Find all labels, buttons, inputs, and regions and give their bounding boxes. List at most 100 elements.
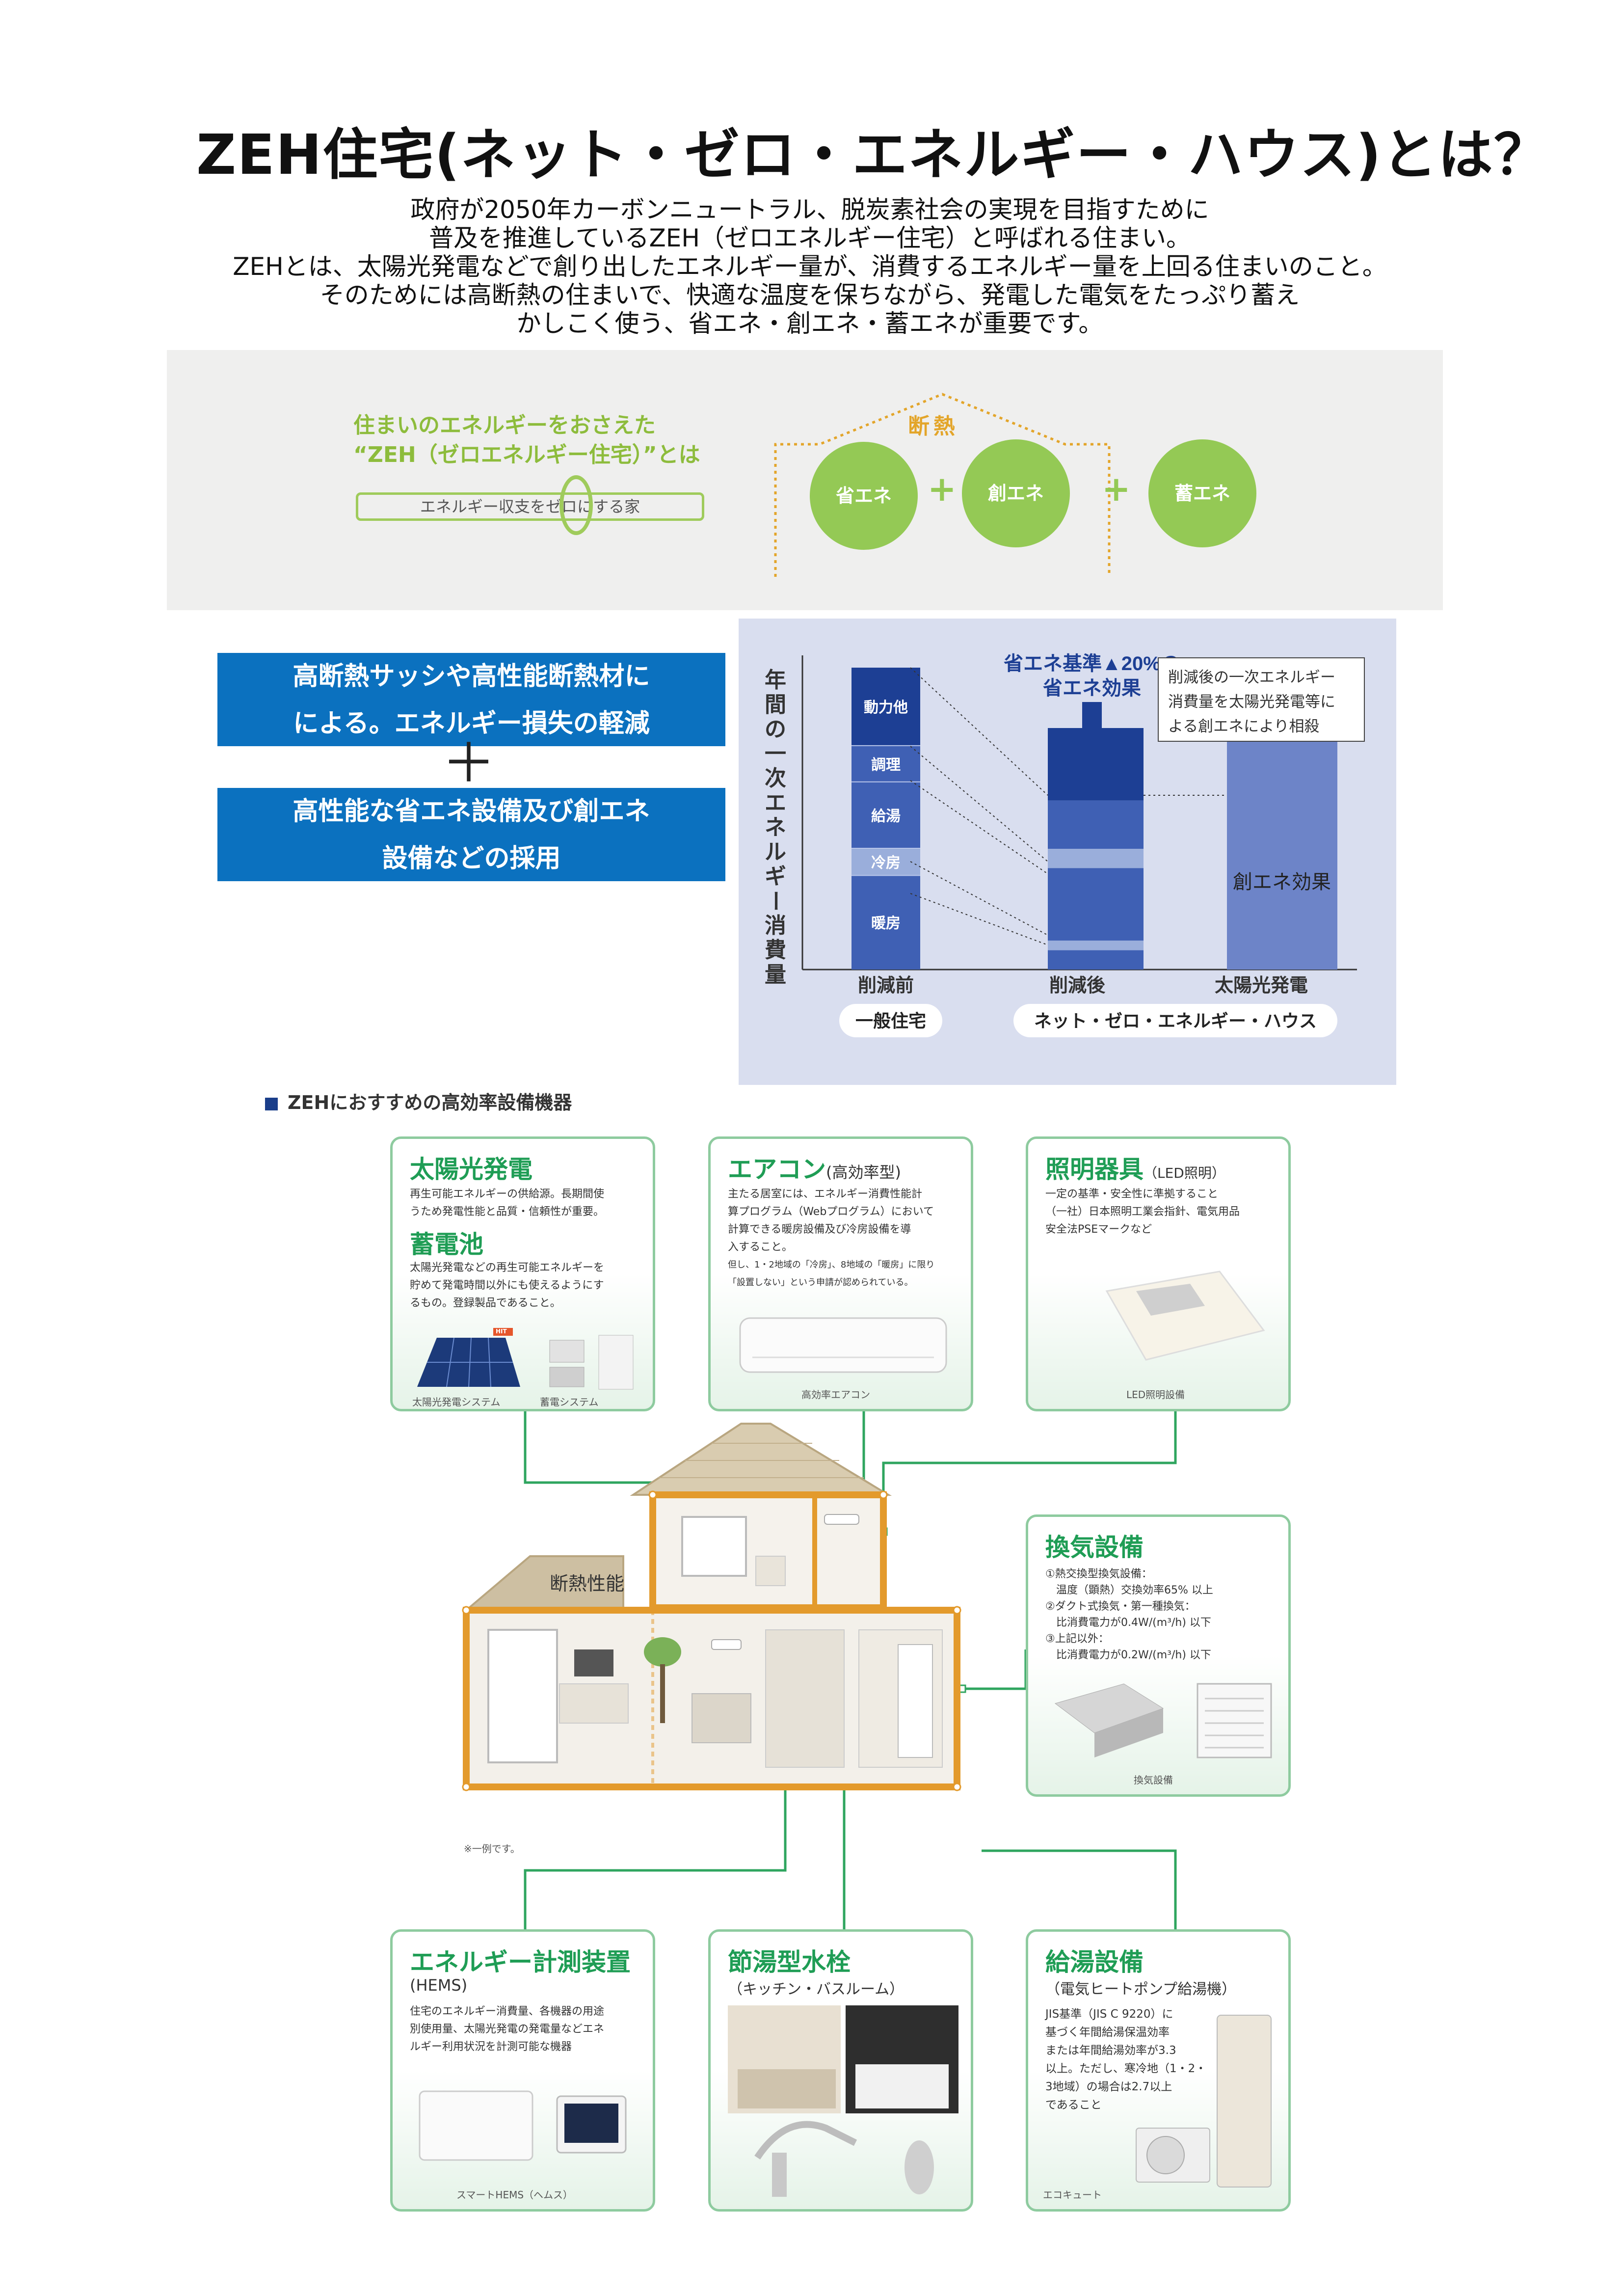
note-line: よる創エネにより相殺 bbox=[1168, 718, 1319, 735]
example-note: ※一例です。 bbox=[464, 1843, 520, 1855]
battery-desc-line: 貯めて発電時間以外にも使えるようにす bbox=[410, 1279, 604, 1292]
led-light-image bbox=[1105, 1270, 1265, 1361]
y-axis-label-char: の bbox=[765, 717, 786, 741]
light-card: 照明器具（LED照明） 一定の基準・安全性に準拠すること （一社）日本照明工業会… bbox=[1026, 1136, 1291, 1411]
stack-label: 給湯 bbox=[871, 808, 901, 824]
ventilation-desc-line: 温度（顕熱）交換効率65% 以上 bbox=[1045, 1584, 1213, 1596]
after-bar-segment bbox=[1048, 800, 1144, 849]
hit-badge: HIT bbox=[496, 1328, 507, 1335]
solar-desc-line: うため発電性能と品質・信頼性が重要。 bbox=[410, 1206, 605, 1218]
solar-panel-image bbox=[417, 1328, 634, 1390]
before-bar-segment bbox=[851, 668, 920, 746]
light-title-text: 照明器具 bbox=[1045, 1155, 1144, 1184]
before-bar-segment bbox=[851, 782, 920, 849]
concept-heading-line1: 住まいのエネルギーをおさえた bbox=[353, 413, 656, 438]
concept-heading-line2: “ZEH（ゼロエネルギー住宅）”とは bbox=[353, 442, 700, 467]
water-heater-desc-line: 基づく年間給湯保温効率 bbox=[1045, 2026, 1170, 2039]
y-axis-label-char: 一 bbox=[765, 742, 786, 766]
aircon-title-text: エアコン bbox=[728, 1155, 826, 1184]
after-bar-segment bbox=[1048, 849, 1144, 868]
hems-image bbox=[419, 2090, 627, 2161]
battery-caption: 蓄電システム bbox=[540, 1396, 599, 1408]
ventilation-desc-line: 比消費電力が0.4W/(m³/h) 以下 bbox=[1045, 1617, 1211, 1629]
ventilation-caption: 換気設備 bbox=[1134, 1774, 1173, 1786]
water-heater-desc-line: 以上。ただし、寒冷地（1・2・ bbox=[1045, 2062, 1207, 2075]
group-pill bbox=[839, 1004, 942, 1037]
x-tick-label: 削減前 bbox=[858, 975, 914, 996]
effect-label-line1: 省エネ基準▲20%の bbox=[1004, 653, 1180, 675]
water-heater-desc: JIS基準（JIS C 9220）に 基づく年間給湯保温効率 または年間給湯効率… bbox=[1045, 2005, 1206, 2114]
y-axis-label-char: ー bbox=[763, 890, 787, 912]
ventilation-desc-line: ①熱交換型換気設備： bbox=[1045, 1568, 1152, 1580]
battery-desc-line: 太陽光発電などの再生可能エネルギーを bbox=[410, 1262, 605, 1274]
plus-icon: + bbox=[1102, 469, 1131, 509]
water-heater-desc-line: 3地域）の場合は2.7以上 bbox=[1045, 2080, 1172, 2093]
house-illustration bbox=[462, 1423, 961, 1791]
segment-divider bbox=[851, 781, 920, 783]
light-caption: LED照明設備 bbox=[1126, 1389, 1185, 1401]
aircon-desc-line: 計算できる暖房設備及び冷房設備を導 bbox=[728, 1223, 911, 1236]
aircon-desc-line: 但し、1・2地域の「冷房」、8地域の「暖房」に限り bbox=[728, 1260, 935, 1270]
hems-title: エネルギー計測装置 bbox=[410, 1948, 631, 1976]
hems-subtitle: (HEMS) bbox=[410, 1976, 468, 1995]
intro-line: 政府が2050年カーボンニュートラル、脱炭素社会の実現を目指すために bbox=[410, 195, 1209, 224]
y-axis-label-char: 次 bbox=[765, 766, 786, 790]
solar-card: 太陽光発電 再生可能エネルギーの供給源。長期間使 うため発電性能と品質・信頼性が… bbox=[390, 1136, 655, 1411]
intro-text: 政府が2050年カーボンニュートラル、脱炭素社会の実現を目指すために 普及を推進… bbox=[123, 195, 1497, 338]
solar-desc-line: 再生可能エネルギーの供給源。長期間使 bbox=[410, 1188, 605, 1200]
aircon-subtitle: (高効率型) bbox=[826, 1163, 901, 1182]
y-axis-label-char: ル bbox=[765, 840, 786, 864]
water-heater-desc-line: または年間給湯効率が3.3 bbox=[1045, 2044, 1176, 2057]
before-bar-segment bbox=[851, 876, 920, 970]
house-outline-icon bbox=[774, 393, 1111, 577]
ventilation-desc-line: 比消費電力が0.2W/(m³/h) 以下 bbox=[1045, 1649, 1211, 1661]
aircon-desc-line: 「設置しない」という申請が認められている。 bbox=[728, 1277, 913, 1288]
water-heater-subtitle: （電気ヒートポンプ給湯機） bbox=[1045, 1981, 1237, 1998]
solar-bar bbox=[1227, 728, 1337, 970]
aircon-desc-line: 主たる居室には、エネルギー消費性能計 bbox=[728, 1188, 923, 1200]
hems-card: エネルギー計測装置 (HEMS) 住宅のエネルギー消費量、各機器の用途 別使用量… bbox=[390, 1929, 655, 2212]
y-axis-label-char: ネ bbox=[765, 815, 786, 839]
intro-line: かしこく使う、省エネ・創エネ・蓄エネが重要です。 bbox=[516, 309, 1103, 338]
aircon-caption: 高効率エアコン bbox=[801, 1389, 870, 1401]
note-line: 削減後の一次エネルギー bbox=[1168, 669, 1335, 686]
water-heater-caption: エコキュート bbox=[1043, 2189, 1102, 2201]
aircon-desc-line: 入すること。 bbox=[728, 1241, 793, 1253]
page-title: ZEH住宅(ネット・ゼロ・エネルギー・ハウス)とは？ bbox=[196, 123, 1550, 187]
ventilation-desc: ①熱交換型換気設備： 温度（顕熱）交換効率65% 以上 ②ダクト式換気・第一種換… bbox=[1045, 1566, 1213, 1663]
aircon-card: エアコン(高効率型) 主たる居室には、エネルギー消費性能計 算プログラム（Web… bbox=[708, 1136, 973, 1411]
hems-desc-line: ルギー利用状況を計測可能な機器 bbox=[410, 2041, 572, 2053]
y-axis-label-char: ギ bbox=[765, 864, 786, 889]
faucet-image bbox=[728, 2005, 958, 2197]
after-bar-segment bbox=[1048, 940, 1144, 950]
group-pill bbox=[1013, 1004, 1337, 1037]
plus-icon: ＋ bbox=[442, 732, 496, 795]
before-bar-segment bbox=[851, 746, 920, 783]
faucet-card: 節湯型水栓 （キッチン・バスルーム） bbox=[708, 1929, 973, 2212]
note-line: 消費量を太陽光発電等に bbox=[1168, 693, 1335, 710]
faucet-subtitle: （キッチン・バスルーム） bbox=[728, 1981, 905, 1998]
ventilation-desc-line: ③上記以外： bbox=[1045, 1633, 1109, 1645]
light-subtitle: （LED照明） bbox=[1144, 1165, 1225, 1181]
light-desc: 一定の基準・安全性に準拠すること （一社）日本照明工業会指針、電気用品 安全法P… bbox=[1045, 1186, 1240, 1239]
solar-desc: 再生可能エネルギーの供給源。長期間使 うため発電性能と品質・信頼性が重要。 bbox=[410, 1186, 604, 1221]
water-heater-title: 給湯設備 bbox=[1045, 1948, 1144, 1976]
hems-desc: 住宅のエネルギー消費量、各機器の用途 別使用量、太陽光発電の発電量などエネ ルギ… bbox=[410, 2003, 604, 2056]
stack-label: 暖房 bbox=[871, 916, 901, 932]
insulation-performance-label: 断熱性能 bbox=[550, 1573, 625, 1594]
y-axis-label-char: 量 bbox=[765, 963, 786, 987]
battery-title: 蓄電池 bbox=[410, 1230, 483, 1259]
solar-title: 太陽光発電 bbox=[410, 1155, 532, 1184]
note-box bbox=[1158, 657, 1365, 742]
battery-desc: 太陽光発電などの再生可能エネルギーを 貯めて発電時間以外にも使えるようにす るも… bbox=[410, 1259, 604, 1312]
plus-icon: + bbox=[928, 469, 957, 509]
guide-lines bbox=[910, 667, 1227, 945]
after-bar-segment bbox=[1048, 868, 1144, 941]
aircon-image bbox=[739, 1317, 947, 1373]
y-axis-label-char: エ bbox=[765, 791, 786, 815]
group-label: 一般住宅 bbox=[855, 1011, 926, 1031]
intro-line: ZEHとは、太陽光発電などで創り出したエネルギー量が、消費するエネルギー量を上回… bbox=[233, 252, 1387, 281]
ventilation-card: 換気設備 ①熱交換型換気設備： 温度（顕熱）交換効率65% 以上 ②ダクト式換気… bbox=[1026, 1514, 1291, 1797]
